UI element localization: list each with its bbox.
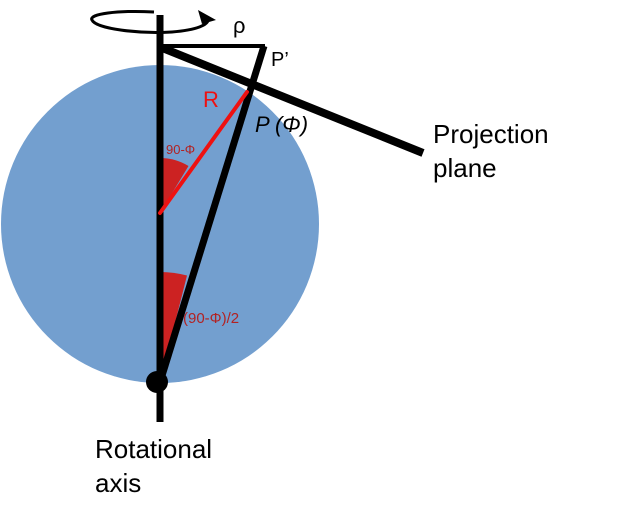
- projection-plane-label-line1: Projection: [433, 119, 549, 149]
- rotation-arrow: [90, 10, 210, 34]
- rotation-arrow-head-icon: [198, 10, 216, 24]
- radius-line: [158, 90, 249, 215]
- pole-point-marker: [146, 371, 168, 393]
- rotational-axis-label-line1: Rotational: [95, 434, 212, 464]
- projection-ray-line: [156, 44, 268, 384]
- angle-pole-label: (90-Φ)/2: [183, 310, 239, 327]
- radius-label: R: [203, 87, 219, 112]
- angle-wedge-center: [160, 158, 189, 213]
- angle-center-label: 90-Φ: [166, 142, 195, 157]
- projection-plane-label-line2: plane: [433, 153, 497, 183]
- point-label: P (Φ): [255, 112, 308, 137]
- projection-plane-line: [158, 43, 425, 157]
- p-prime-label: P’: [271, 49, 289, 71]
- rotational-axis-label-line2: axis: [95, 468, 141, 498]
- rho-label: ρ: [233, 13, 246, 38]
